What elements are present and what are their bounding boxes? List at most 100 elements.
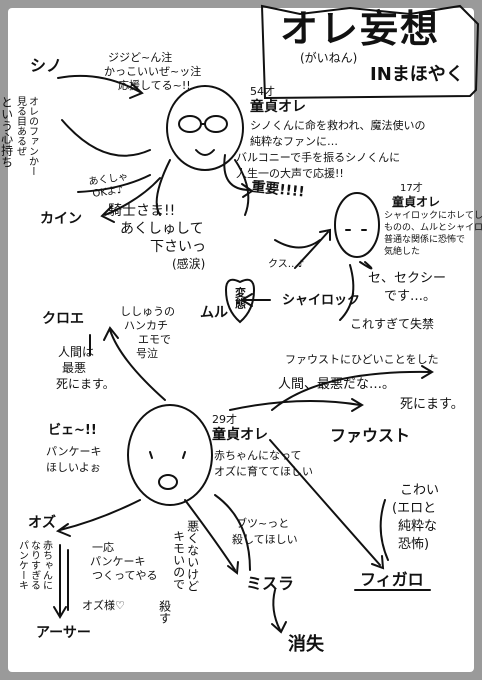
- faust-line-2: 人間、最悪だな…。: [278, 377, 396, 392]
- arrow-shylock-man: [359, 261, 373, 270]
- scary-1: こわい: [400, 483, 440, 498]
- shylock-age: 17才: [400, 183, 423, 194]
- scary-3: 純粋な: [398, 519, 438, 534]
- arrow-faust: [229, 400, 361, 411]
- chloe-name: クロエ: [42, 311, 84, 327]
- arrow-down: [223, 154, 251, 191]
- oz-sama: オズ様♡: [82, 599, 125, 612]
- pancake-cry-1: ビェ~!!: [48, 423, 97, 438]
- shylock-kusu: クス…♪: [268, 259, 305, 270]
- oz-man-head: [127, 404, 213, 506]
- arrow-chloe: [109, 329, 166, 401]
- man-head: [166, 85, 244, 171]
- arrowhead: [129, 83, 144, 99]
- arrow-sexy: [339, 264, 355, 321]
- shino-feeling-2: 見る目あるぜ: [14, 96, 26, 156]
- chloe-verdict-3: 死にます。: [56, 377, 115, 391]
- arrow-figaro: [269, 439, 381, 566]
- figaro-name: フィガロ: [360, 570, 424, 589]
- arrow-mithra: [184, 499, 236, 571]
- shylock-sexy-2: です…。: [384, 289, 437, 304]
- kain-speech-1: 騎士さま!!: [108, 203, 176, 219]
- kimoi-3: 殺す: [157, 600, 172, 624]
- muru-name: ムル: [200, 305, 228, 321]
- center-desc-3: バルコニーで手を振るシノくんに: [236, 151, 401, 164]
- center-name: 童貞オレ: [250, 99, 306, 115]
- kill-please-2: 殺してほしい: [232, 533, 298, 546]
- kain-name: カイン: [40, 211, 82, 227]
- shylock-desc-1: シャイロックにホレてしまう: [384, 211, 482, 221]
- chloe-verdict-2: 最悪: [62, 361, 87, 375]
- arthur-name: アーサー: [36, 625, 91, 641]
- kill-please-1: ブツ~っと: [236, 517, 290, 530]
- chloe-hand-3: エモで: [138, 333, 171, 346]
- title-box: [260, 4, 480, 100]
- baby-pancake-2: なりすぎる: [28, 540, 40, 590]
- faust-name: ファウスト: [330, 426, 411, 445]
- muru-heart-text: 変態: [233, 287, 247, 309]
- title-main: オレ妄想: [280, 7, 441, 51]
- chloe-hand-1: ししゅうの: [120, 305, 175, 318]
- shino-feeling-1: オレのファンかー: [26, 96, 38, 176]
- shino-bubble-3: 応援してる~!!: [118, 79, 191, 92]
- pancake-cry-3: ほしいよぉ: [46, 461, 101, 474]
- pancake-cry-2: パンケーキ: [46, 445, 102, 458]
- shino-bubble-2: かっこいいぜ~ッ注: [104, 65, 202, 78]
- pancake-make-2: パンケーキ: [90, 555, 146, 568]
- man-glasses-right: [204, 115, 228, 133]
- shylock-sexy-1: セ、セクシー: [368, 271, 447, 286]
- chloe-hand-4: 号泣: [136, 347, 158, 360]
- mithra-name: ミスラ: [246, 574, 295, 593]
- arrow-ok: [77, 174, 151, 193]
- shylock-name: シャイロック: [282, 293, 361, 308]
- center-desc-2: 純粋なファンに…: [250, 135, 338, 148]
- shino-feeling-3: という心持ち: [0, 96, 14, 168]
- arrow-vanish: [272, 589, 281, 631]
- scary-bracket: [379, 499, 389, 561]
- kain-speech-3: 下さいっ: [150, 239, 206, 255]
- vanish-text: 消失: [288, 634, 324, 655]
- shylock-desc-4: 気絶した: [384, 247, 421, 257]
- oz-desc-2: オズに育ててほしい: [214, 465, 313, 478]
- man-mouth: [195, 149, 215, 156]
- chloe-verdict-1: 人間は: [58, 345, 95, 359]
- man-body: [155, 159, 250, 216]
- title-subtitle: INまほやく: [370, 64, 464, 85]
- kimoi-1: 悪くないけど: [185, 520, 200, 592]
- man-glasses-left: [178, 115, 202, 133]
- kain-speech-4: (感涙): [172, 257, 206, 271]
- title-reading: (がいねん): [300, 51, 358, 65]
- baby-pancake-3: パンケーキ: [16, 540, 28, 590]
- arrow-shino-to-man: [57, 74, 141, 93]
- center-desc-1: シノくんに命を救われ、魔法使いの: [250, 119, 426, 132]
- paper-sheet: [8, 8, 474, 672]
- arrow-reply: [61, 119, 151, 157]
- center-age: 54才: [250, 85, 275, 98]
- scary-4: 恐怖): [398, 537, 430, 552]
- pancake-make-3: つくってやる: [92, 569, 158, 582]
- shylock-desc-3: 普通な関係に恐怖で: [384, 235, 466, 245]
- oz-desc-1: 赤ちゃんになって: [214, 449, 302, 462]
- shino-bubble-1: ジジど~ん注: [108, 51, 173, 64]
- arrow-shylock-up: [294, 231, 329, 269]
- heart-shape: [224, 278, 256, 324]
- shylock-desc-2: ものの、ムルとシャイロックの: [384, 223, 482, 233]
- center-desc-4: 人生一の大声で応援!!: [236, 167, 344, 180]
- shylock-oreo: 童貞オレ: [392, 195, 441, 209]
- chloe-hand-2: ハンカチ: [124, 319, 168, 332]
- faust-line-1: ファウストにひどいことをした: [285, 353, 439, 366]
- kimoi-2: キモいので: [171, 530, 186, 590]
- kain-speech-2: あくしゅして: [120, 221, 204, 237]
- shylock-forbidden: これすぎて失禁: [350, 317, 435, 331]
- arrow-kill-please: [214, 494, 251, 571]
- arrow-oz: [59, 499, 141, 531]
- scary-2: (エロと: [392, 501, 437, 516]
- oz-name: オズ: [28, 515, 56, 531]
- oz-oreo: 童貞オレ: [212, 427, 268, 443]
- pancake-make-1: 一応: [92, 541, 114, 554]
- oz-man-mouth: [158, 474, 178, 490]
- shylock-head: [334, 192, 380, 258]
- arrow-faust-line: [271, 370, 431, 411]
